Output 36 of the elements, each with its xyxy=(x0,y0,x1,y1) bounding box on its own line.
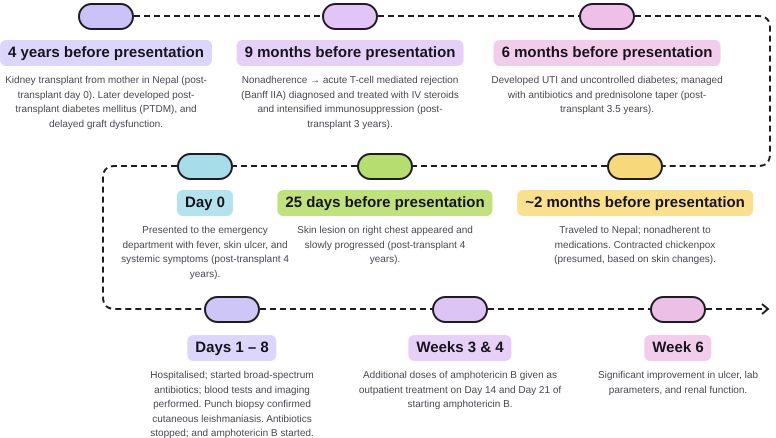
period-heading: 25 days before presentation xyxy=(277,190,493,216)
timeline-capsule xyxy=(322,2,378,30)
event-description: Presented to the emergency department with fever, skin ulcer, and systemic symptoms (post-transplant 4 years). xyxy=(120,224,290,282)
period-heading: 6 months before presentation xyxy=(494,40,720,66)
timeline-capsule xyxy=(357,152,413,180)
timeline-capsule xyxy=(78,2,134,30)
period-heading: Weeks 3 & 4 xyxy=(408,335,512,361)
event-description: Developed UTI and uncontrolled diabetes; managed with antibiotics and prednisolone taper (post-transplant 3.5 years). xyxy=(490,74,724,117)
timeline-capsule xyxy=(177,152,233,180)
period-heading: Days 1 – 8 xyxy=(187,335,277,361)
period-heading: Day 0 xyxy=(176,190,234,216)
event-description: Traveled to Nepal; nonadherent to medications. Contracted chickenpox (presumed, based on skin changes). xyxy=(553,224,717,267)
event-description: Skin lesion on right chest appeared and slowly progressed (post-transplant 4 years). xyxy=(296,224,474,267)
period-heading: 4 years before presentation xyxy=(0,40,212,66)
timeline-capsule xyxy=(579,2,635,30)
timeline-connector xyxy=(413,165,607,167)
timeline-connector xyxy=(378,15,579,17)
timeline-capsule xyxy=(432,296,488,322)
timeline-connector xyxy=(635,15,771,167)
period-heading: ~2 months before presentation xyxy=(517,190,753,216)
period-heading: 9 months before presentation xyxy=(236,40,464,66)
timeline-capsule xyxy=(204,296,260,322)
event-description: Significant improvement in ulcer, lab parameters, and renal function. xyxy=(596,369,760,398)
event-description: Kidney transplant from mother in Nepal (post-transplant day 0). Later developed post-transplant diabetes mellitus (PTDM), and delayed graft dysfunction. xyxy=(4,74,208,132)
timeline-capsule xyxy=(607,152,663,180)
event-description: Hospitalised; started broad-spectrum antibiotics; blood tests and imaging performed. Punch biopsy confirmed cutaneous leishmaniasis. Antibiotics stopped; and amphotericin B started. xyxy=(149,369,315,438)
timeline-arrow xyxy=(706,303,769,315)
timeline-connector xyxy=(102,165,204,310)
timeline-connector xyxy=(233,165,357,167)
event-description: Nonadherence → acute T-cell mediated rejection (Banff IIA) diagnosed and treated with IV steroids and intensified immunosuppression (post-transplant 3 years). xyxy=(240,74,460,132)
timeline-connector xyxy=(134,15,322,17)
period-heading: Week 6 xyxy=(644,335,712,361)
timeline-connector xyxy=(260,308,432,310)
timeline-connector xyxy=(488,308,650,310)
event-description: Additional doses of amphotericin B given as outpatient treatment on Day 14 and Day 21 of starting amphotericin B. xyxy=(358,369,562,412)
timeline-capsule xyxy=(650,296,706,322)
